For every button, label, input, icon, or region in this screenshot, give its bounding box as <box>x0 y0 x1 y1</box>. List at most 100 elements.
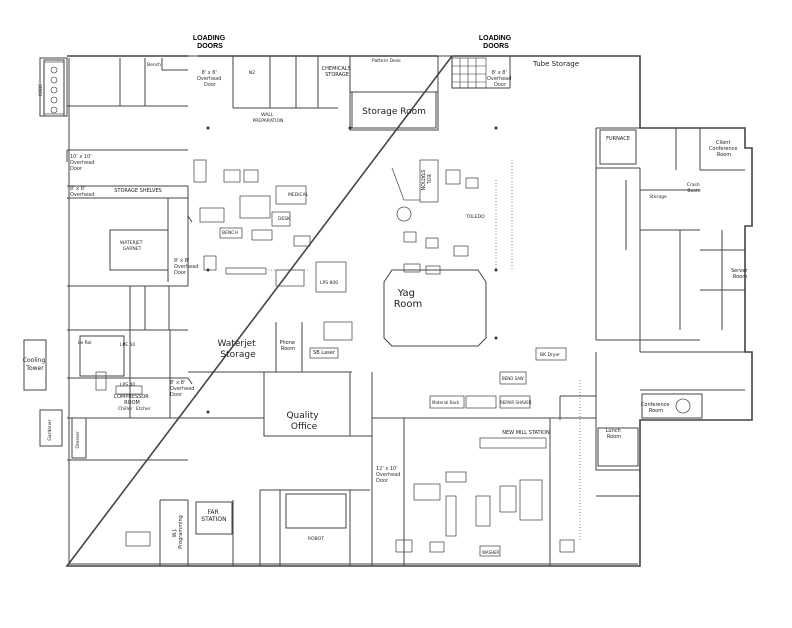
column <box>494 336 498 340</box>
robot-cell <box>285 493 347 529</box>
right-offices <box>595 127 745 420</box>
eol-station-label: EOL STATION <box>419 169 431 190</box>
machine <box>475 495 491 527</box>
machine <box>429 395 465 409</box>
storage-label: Storage <box>649 194 667 200</box>
machine <box>115 385 143 395</box>
toledo-label: TOLEDO <box>465 214 485 220</box>
machine <box>479 545 501 557</box>
dresser-box <box>71 417 87 459</box>
storage-room-label: Storage Room <box>362 107 426 117</box>
overhead-door-label: 8' x 8' Overhead Door <box>170 380 196 398</box>
column <box>206 268 210 272</box>
overhead-door-label: 8' x 8' Overhead Door <box>174 258 200 276</box>
machine <box>425 237 439 249</box>
column <box>348 126 352 130</box>
loading-doors-right: LOADING DOORS <box>479 35 513 50</box>
machine <box>219 227 243 239</box>
bottom-rooms <box>159 489 370 566</box>
machine <box>429 541 445 553</box>
washer-label: WASHER <box>482 550 500 555</box>
conference-room-box <box>641 393 703 419</box>
machine <box>559 539 575 553</box>
compressor-room-label: COMPRESSOR ROOM <box>114 394 151 406</box>
etcher-label: Etcher <box>136 406 151 412</box>
machine <box>193 159 207 183</box>
kobe-label: KOBE <box>38 84 44 96</box>
lps-800-label: LPS 800 <box>320 280 338 286</box>
medical-label: MEDICAL <box>288 192 309 198</box>
machine <box>499 395 531 409</box>
machine <box>293 235 311 247</box>
conference-room-label: Conference Room <box>641 402 671 414</box>
machine <box>499 371 527 385</box>
top-rooms <box>67 56 439 131</box>
machine <box>479 437 547 449</box>
overhead-door-label: 8' x 8' Overhead Door <box>197 70 223 88</box>
machine <box>199 207 225 223</box>
machine <box>535 347 567 361</box>
machine <box>425 265 441 275</box>
cooling-tower-label: Cooling Tower <box>23 357 47 372</box>
machine <box>203 255 217 271</box>
overhead-door-label: 8' x 8' Overhead <box>70 186 94 198</box>
machine <box>125 531 151 547</box>
machine <box>403 231 417 243</box>
sb-laser-label: SB Laser <box>313 350 336 356</box>
bench-label: BENCH <box>222 230 238 236</box>
mj-programming-label: W.J. Programming <box>172 515 184 549</box>
kobe-rack <box>43 59 65 117</box>
storage-shelves-label: STORAGE SHELVES <box>114 188 161 194</box>
gardener-box <box>39 409 63 447</box>
server-room-label: Server Room <box>731 268 749 280</box>
machine <box>465 177 479 189</box>
lpe-50-label: LPE 50 <box>120 342 135 348</box>
machine <box>323 321 353 341</box>
bk-dryer-label: BK Dryer <box>540 352 560 358</box>
loading-doors-left: LOADING DOORS <box>193 35 227 50</box>
chemicals-storage-label: CHEMICALS STORAGE <box>322 66 353 78</box>
lower-walls <box>188 395 640 566</box>
yag-room-label: Yag Room <box>394 288 422 310</box>
machine <box>519 479 543 521</box>
machine <box>403 263 421 273</box>
waterjet-garnet-label: WATERJET GARNET <box>120 240 144 252</box>
eol-bench <box>391 167 420 201</box>
machine <box>309 347 339 359</box>
machine <box>499 485 517 513</box>
furnace-room <box>599 129 637 165</box>
pattern-desk-label: Pattern Desk <box>372 58 401 64</box>
overhead-door-label: 8' x 8' Overhead Door <box>487 70 513 88</box>
le-rol-label: Le Rol <box>78 340 92 346</box>
machine <box>453 245 469 257</box>
gardener-label: Gardener <box>47 419 53 440</box>
lunch-room-label: Lunch Room <box>606 428 623 440</box>
machine <box>223 169 241 183</box>
dresser-label: Dresser <box>75 431 81 448</box>
machine <box>95 371 107 391</box>
machine <box>271 211 291 227</box>
column <box>206 126 210 130</box>
column <box>494 126 498 130</box>
loading-dock-racks <box>43 57 487 115</box>
tube-storage-label: Tube Storage <box>532 60 579 68</box>
far-station-box <box>195 501 233 535</box>
machine <box>395 539 413 553</box>
overhead-door-label: 12' x 10' Overhead Door <box>376 466 402 484</box>
yag-room-wall <box>383 269 487 347</box>
machine <box>445 169 461 185</box>
inner-wall <box>68 58 638 565</box>
material-rack-label: Material Rack <box>432 400 460 405</box>
bend-saw-label: BEND SAW <box>502 376 524 381</box>
machine <box>413 483 441 501</box>
machine <box>445 471 467 483</box>
nitrogen-label: N2 <box>249 70 255 76</box>
cooling-tower-box <box>23 339 47 391</box>
quality-office-box <box>263 371 351 437</box>
repair-shaver-label: REPAIR SHAVER <box>500 400 532 405</box>
machine <box>243 169 259 183</box>
crash-booth-label: Crash Booth <box>687 182 701 194</box>
overhead-door-label: 10' x 10' Overhead Door <box>70 154 96 172</box>
compressor-equip <box>79 335 125 377</box>
